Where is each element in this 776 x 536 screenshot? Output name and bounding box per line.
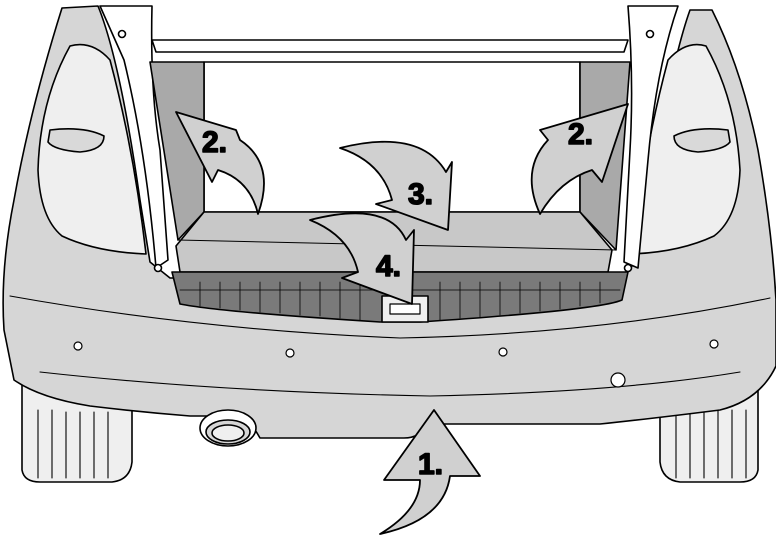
exhaust-pipe bbox=[200, 410, 256, 446]
callout-label-1: 1. bbox=[418, 448, 443, 481]
tailgate-top-edge bbox=[152, 40, 628, 52]
callout-label-4: 4. bbox=[376, 250, 401, 283]
callout-label-2-left: 2. bbox=[202, 126, 227, 159]
callout-label-2-right: 2. bbox=[568, 118, 593, 151]
callout-label-3: 3. bbox=[408, 178, 433, 211]
